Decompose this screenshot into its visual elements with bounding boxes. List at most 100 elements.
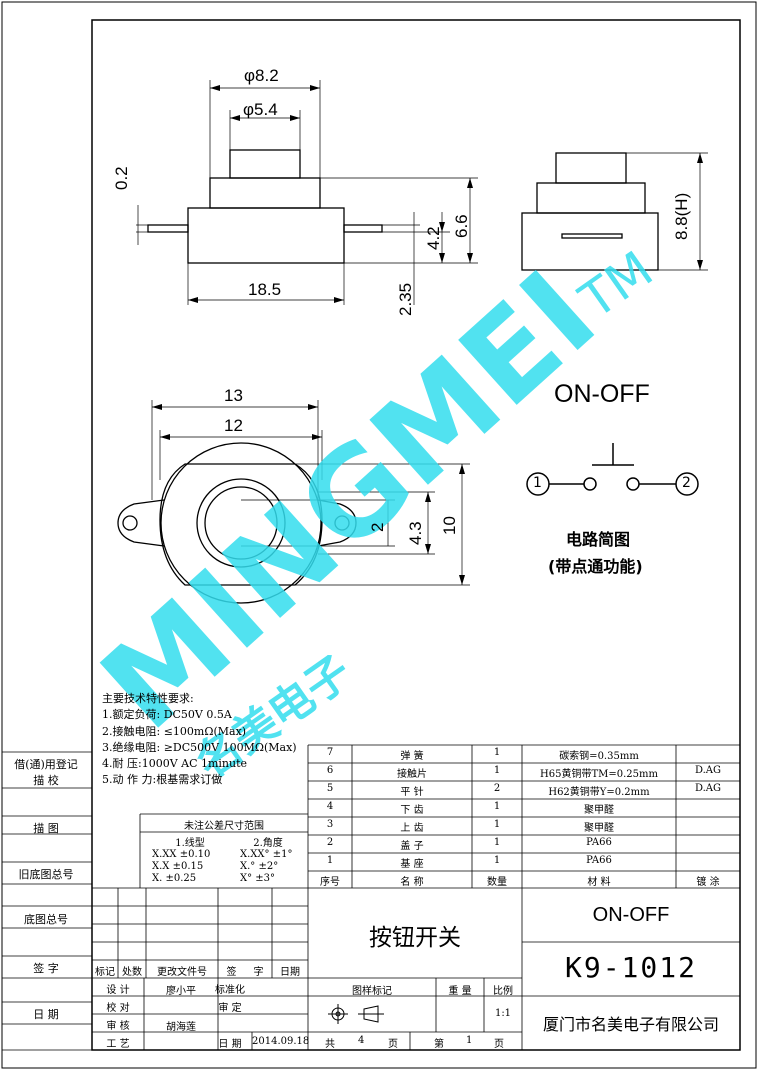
circuit-diagram bbox=[526, 443, 699, 496]
auditor: 胡海莲 bbox=[166, 1022, 196, 1033]
total-value: 4 bbox=[358, 1035, 365, 1046]
rev-header-sign-1: 签 bbox=[226, 967, 237, 978]
tolerance-title: 未注公差尺寸范围 bbox=[184, 821, 264, 832]
bom-row-7-col-0: 7 bbox=[326, 747, 334, 758]
sheet-unit: 页 bbox=[494, 1039, 504, 1050]
process-label: 工 艺 bbox=[106, 1039, 130, 1050]
circuit-node-1: 1 bbox=[533, 475, 542, 491]
side-view bbox=[147, 149, 383, 264]
standard-label: 标准化 bbox=[215, 985, 245, 996]
dim-h2: 2 bbox=[368, 522, 387, 532]
check-label: 校 对 bbox=[106, 1003, 130, 1014]
review-label: 审 定 bbox=[218, 1003, 242, 1014]
spec-line-2: 2.接触电阻: ≤100mΩ(Max) bbox=[102, 725, 247, 738]
dim-h235: 2.35 bbox=[396, 282, 415, 316]
rev-header-doc: 更改文件号 bbox=[157, 967, 207, 978]
bom-row-5-col-2: 2 bbox=[493, 783, 501, 794]
scale-label: 比例 bbox=[493, 986, 513, 997]
dim-h43: 4.3 bbox=[406, 521, 425, 545]
arrowheads bbox=[188, 85, 473, 303]
bom-header-4: 镀 涂 bbox=[696, 877, 720, 888]
bom-row-2-col-0: 2 bbox=[326, 837, 334, 848]
watermark: MINGMEI TM 名美电子 bbox=[76, 240, 663, 789]
side-label-trace-check: 描 校 bbox=[33, 774, 59, 787]
rev-header-sign-2: 字 bbox=[253, 967, 264, 978]
tol-lin-1: X.XX ±0.10 bbox=[152, 849, 211, 860]
bom-row-3-col-0: 3 bbox=[326, 819, 334, 830]
weight-label: 重 量 bbox=[448, 986, 472, 997]
bom-row-4-col-0: 4 bbox=[326, 801, 334, 812]
spec-line-5: 5.动 作 力:根基需求订做 bbox=[102, 773, 223, 786]
product-name: 按钮开关 bbox=[369, 925, 461, 951]
tol-ang-3: X° ±3° bbox=[240, 873, 276, 884]
bom-row-4-col-1: 下 齿 bbox=[400, 805, 424, 816]
table-lines bbox=[2, 744, 740, 1051]
dim-t02: 0.2 bbox=[112, 166, 131, 190]
dim-h66: 6.6 bbox=[452, 214, 471, 238]
bom-row-3-col-2: 1 bbox=[493, 819, 501, 830]
side-label-date: 日 期 bbox=[33, 1008, 59, 1021]
bom-row-1-col-0: 1 bbox=[326, 855, 334, 866]
sheet-label: 第 bbox=[434, 1039, 444, 1050]
rev-header-date: 日期 bbox=[280, 967, 300, 978]
design-label: 设 计 bbox=[106, 985, 130, 996]
spec-line-3: 3.绝缘电阻: ≥DC500V 100MΩ(Max) bbox=[102, 741, 297, 754]
dim-h42: 4.2 bbox=[424, 226, 443, 250]
side-view-dimensions bbox=[136, 80, 478, 305]
side-label-trace: 描 图 bbox=[33, 822, 59, 835]
bom-row-7-col-1: 弹 簧 bbox=[400, 751, 424, 762]
side-label-old-drawing: 旧底图总号 bbox=[18, 868, 74, 881]
bom-row-6-col-3: H65黄铜带TM=0.25mm bbox=[540, 769, 658, 780]
bom-header-3: 材 料 bbox=[587, 877, 611, 888]
side-label-drawing-no: 底图总号 bbox=[24, 913, 68, 926]
bom-row-6-col-2: 1 bbox=[493, 765, 501, 776]
dim-w12: 12 bbox=[224, 416, 243, 435]
bom-row-5-col-3: H62黄铜带Y=0.2mm bbox=[548, 787, 650, 798]
company-name: 厦门市名美电子有限公司 bbox=[542, 1015, 719, 1034]
circuit-node-2: 2 bbox=[682, 475, 691, 491]
tol-ang-1: X.XX° ±1° bbox=[240, 849, 293, 860]
bom-row-2-col-3: PA66 bbox=[586, 837, 612, 848]
part-number: K9-1012 bbox=[564, 951, 697, 984]
dim-l185: 18.5 bbox=[248, 280, 282, 299]
bom-header-1: 名 称 bbox=[400, 877, 424, 888]
dim-h10: 10 bbox=[440, 516, 459, 535]
spec-line-4: 4.耐 压:1000V AC 1minute bbox=[102, 757, 248, 770]
bom-row-6-col-0: 6 bbox=[326, 765, 334, 776]
bom-row-2-col-1: 盖 子 bbox=[400, 841, 424, 852]
tolerance-linear: 1.线型 bbox=[175, 838, 205, 849]
bom-row-6-col-4: D.AG bbox=[694, 765, 722, 776]
top-view-dimensions bbox=[151, 400, 470, 586]
bom-row-5-col-0: 5 bbox=[326, 783, 334, 794]
bom-row-3-col-3: 聚甲醛 bbox=[584, 823, 614, 834]
total-unit: 页 bbox=[388, 1039, 398, 1050]
front-view bbox=[521, 152, 659, 271]
designer: 廖小平 bbox=[166, 986, 196, 997]
total-label: 共 bbox=[325, 1039, 335, 1050]
spec-line-1: 1.额定负荷: DC50V 0.5A bbox=[102, 708, 232, 721]
front-view-dimensions bbox=[626, 152, 708, 271]
product-spec: ON-OFF bbox=[592, 904, 670, 926]
bom-row-6-col-1: 接触片 bbox=[397, 769, 427, 780]
date-label: 日 期 bbox=[218, 1039, 242, 1050]
bom-row-7-col-3: 碳索钢=0.35mm bbox=[559, 751, 639, 762]
bom-row-1-col-2: 1 bbox=[493, 855, 501, 866]
dim-w13: 13 bbox=[224, 386, 243, 405]
spec-title: 主要技术特性要求: bbox=[102, 692, 194, 705]
projection-symbol bbox=[328, 1004, 384, 1024]
bom-row-1-col-1: 基 座 bbox=[400, 859, 424, 870]
bom-row-5-col-1: 平 针 bbox=[400, 787, 424, 798]
sample-mark-label: 图样标记 bbox=[352, 986, 392, 997]
bom-header-2: 数量 bbox=[487, 877, 507, 888]
bom-header-0: 序号 bbox=[320, 877, 340, 888]
bom-row-5-col-4: D.AG bbox=[694, 783, 722, 794]
tol-ang-2: X.° ±2° bbox=[240, 861, 279, 872]
date-value: 2014.09.18 bbox=[252, 1036, 310, 1047]
dim-d82: φ8.2 bbox=[244, 66, 279, 85]
dim-d54: φ5.4 bbox=[243, 100, 278, 119]
bom-row-2-col-2: 1 bbox=[493, 837, 501, 848]
rev-header-count: 处数 bbox=[122, 967, 142, 978]
circuit-caption-1: 电路简图 bbox=[566, 530, 631, 549]
dim-h88: 8.8(H) bbox=[672, 192, 691, 240]
